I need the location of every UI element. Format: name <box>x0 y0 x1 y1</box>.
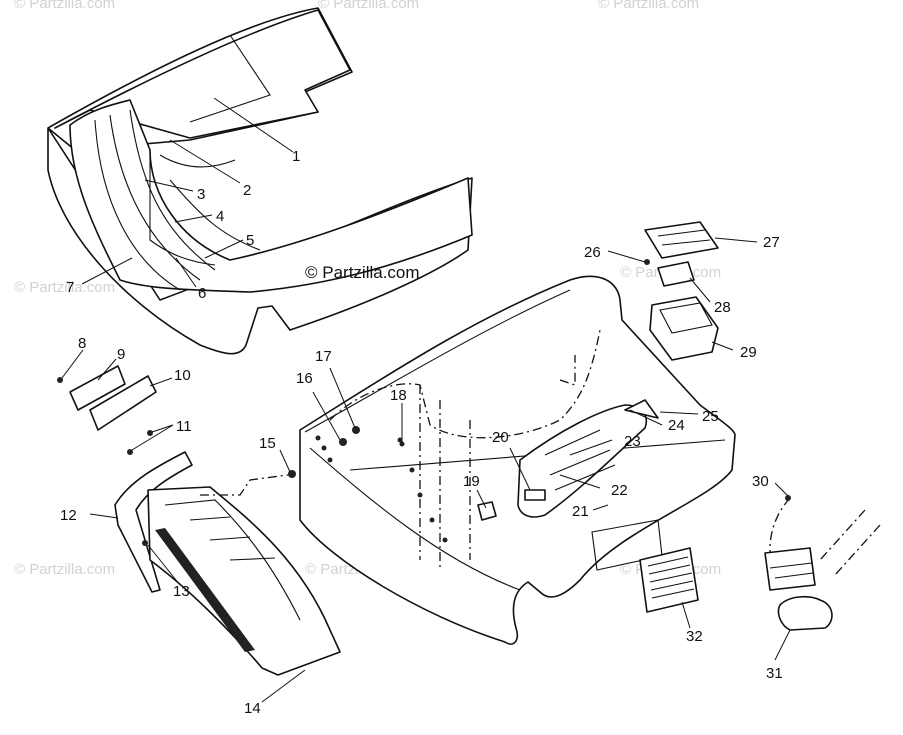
storage-tray <box>517 399 659 518</box>
callout-18: 18 <box>390 387 407 404</box>
callout-17: 17 <box>315 348 332 365</box>
callout-20: 20 <box>492 429 509 446</box>
seat-side-rib <box>149 150 261 266</box>
cover-27-detail <box>657 229 711 246</box>
seat-foam-layer <box>94 109 216 291</box>
callout-4: 4 <box>216 208 224 225</box>
side-rail-14-panel <box>164 499 301 621</box>
bumper-12 <box>114 451 193 593</box>
callout-6: 6 <box>198 285 206 302</box>
hitch-guide-line <box>769 497 881 576</box>
callout-8: 8 <box>78 335 86 352</box>
bracket-31 <box>777 595 833 631</box>
callout-labels: 1 2 3 4 5 6 7 8 9 10 11 12 13 14 15 16 1… <box>60 148 783 717</box>
rail-mount-line <box>200 473 296 496</box>
seat-panel-line <box>159 34 271 168</box>
callout-16: 16 <box>296 370 313 387</box>
body-shell <box>299 275 736 645</box>
body-hidden-contour <box>329 329 601 570</box>
callout-30: 30 <box>752 473 769 490</box>
hitch-assembly <box>764 495 881 631</box>
seat-assembly <box>47 7 473 355</box>
callout-10: 10 <box>174 367 191 384</box>
pad-28 <box>657 261 695 287</box>
callout-21: 21 <box>572 503 589 520</box>
screw-13 <box>142 540 148 546</box>
watermark: © Partzilla.com <box>14 561 115 578</box>
grille-32 <box>639 547 699 613</box>
hitch-plate-detail <box>769 562 814 579</box>
grommet-16 <box>339 438 347 446</box>
front-assembly <box>57 365 405 676</box>
leader-lines <box>61 97 791 703</box>
rivet-8 <box>57 377 63 383</box>
side-rail-14-grille <box>155 528 255 652</box>
bolt-30 <box>785 495 791 501</box>
callout-24: 24 <box>668 417 685 434</box>
callout-22: 22 <box>611 482 628 499</box>
callout-3: 3 <box>197 186 205 203</box>
watermark: © Partzilla.com <box>14 0 115 12</box>
callout-23: 23 <box>624 433 641 450</box>
screw-26 <box>644 259 650 265</box>
bracket-10 <box>89 375 157 431</box>
latch-19 <box>477 501 497 521</box>
callout-12: 12 <box>60 507 77 524</box>
box-29-interior <box>659 302 713 334</box>
watermark: © Partzilla.com <box>318 0 419 12</box>
box-29 <box>649 296 719 361</box>
callout-29: 29 <box>740 344 757 361</box>
callout-27: 27 <box>763 234 780 251</box>
tray-clip <box>524 489 546 501</box>
callout-5: 5 <box>246 232 254 249</box>
callout-15: 15 <box>259 435 276 452</box>
callout-7: 7 <box>66 279 74 296</box>
grommet-17 <box>352 426 360 434</box>
callout-31: 31 <box>766 665 783 682</box>
callout-9: 9 <box>117 346 125 363</box>
screw-11b <box>127 449 133 455</box>
body-mount-holes <box>315 435 448 543</box>
screw-11a <box>147 430 153 436</box>
seat-inner-panel <box>69 99 473 293</box>
callout-28: 28 <box>714 299 731 316</box>
body-outer-shell <box>299 275 736 645</box>
tray-slot <box>544 429 616 491</box>
callout-25: 25 <box>702 408 719 425</box>
hitch-plate <box>764 547 816 591</box>
watermark: © Partzilla.com <box>598 0 699 12</box>
callout-32: 32 <box>686 628 703 645</box>
tray-body <box>517 404 647 518</box>
console-parts <box>644 221 719 361</box>
callout-14: 14 <box>244 700 261 717</box>
callout-26: 26 <box>584 244 601 261</box>
strap-25 <box>624 399 659 419</box>
callout-2: 2 <box>243 182 251 199</box>
watermark: © Partzilla.com <box>14 279 115 296</box>
callout-19: 19 <box>463 473 480 490</box>
side-rail-14 <box>147 486 341 676</box>
callout-1: 1 <box>292 148 300 165</box>
callout-11: 11 <box>176 418 192 435</box>
copyright-notice: © Partzilla.com <box>305 263 420 282</box>
callout-13: 13 <box>173 583 190 600</box>
